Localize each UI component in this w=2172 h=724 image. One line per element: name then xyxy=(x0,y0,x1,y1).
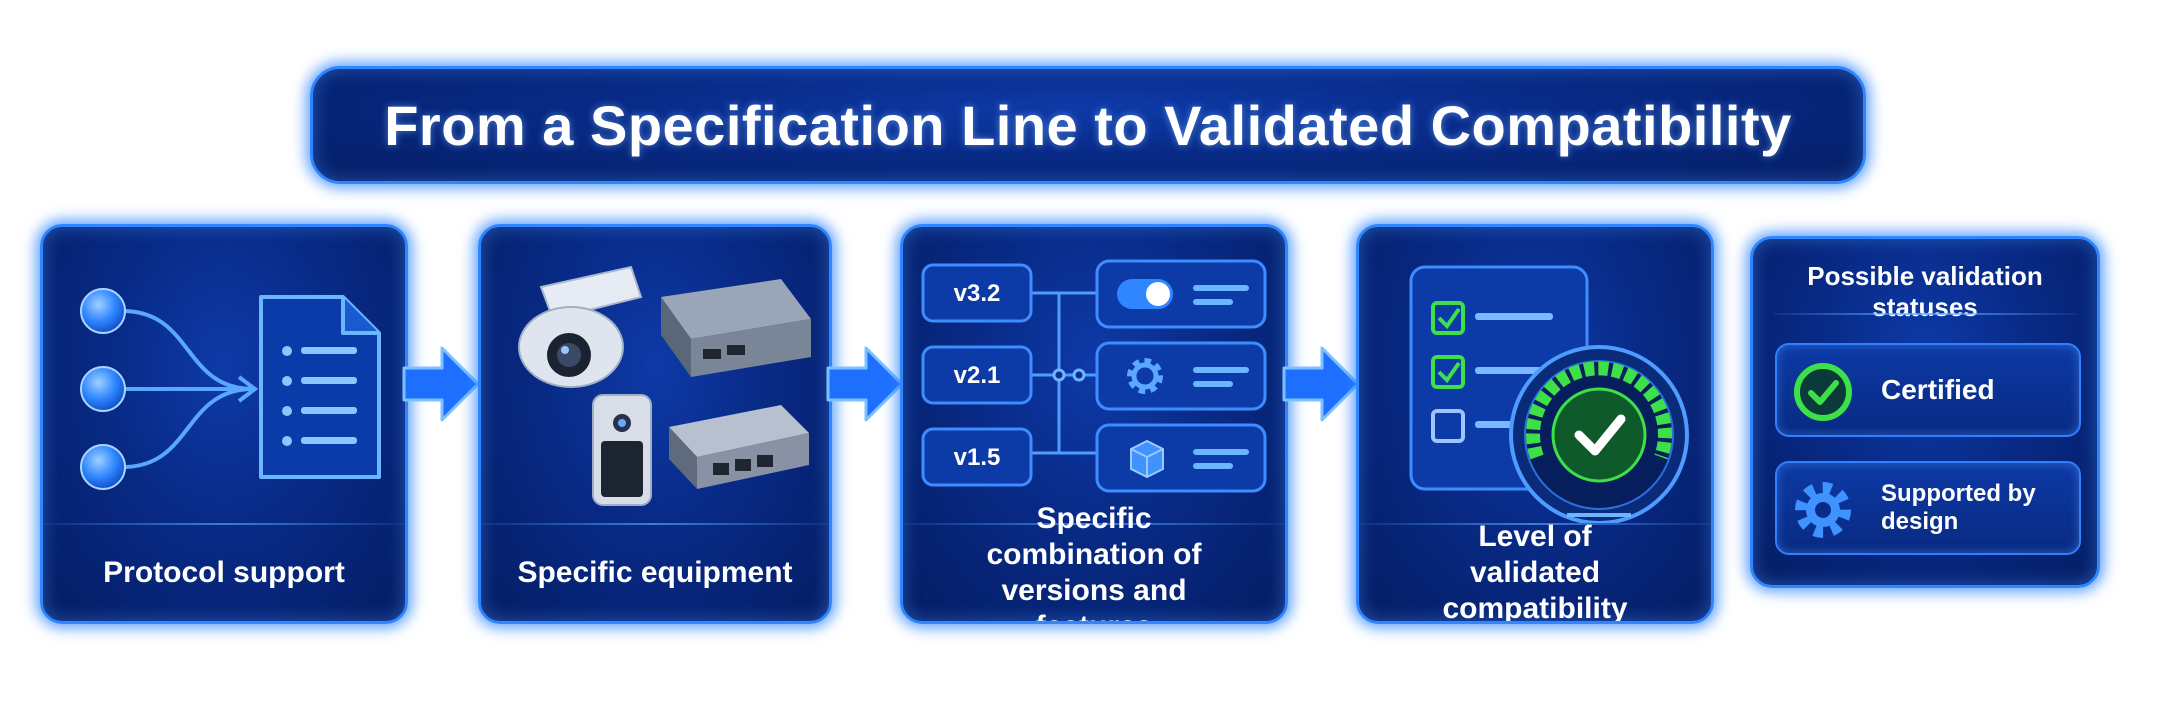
version-label: v1.5 xyxy=(954,444,1001,471)
validation-status-panel: Possible validation statuses Certified S… xyxy=(1750,236,2100,588)
step-label: Specific equipment xyxy=(517,556,793,589)
status-label: Certified xyxy=(1881,374,1995,405)
toggle-icon xyxy=(1117,279,1173,309)
card-divider xyxy=(43,523,405,525)
intercom-icon xyxy=(592,394,652,506)
flow-arrow-icon xyxy=(826,346,904,422)
step-specific-equipment: Specific equipment xyxy=(478,224,832,624)
cube-icon xyxy=(1130,439,1164,479)
dome-camera-icon xyxy=(518,265,643,388)
panel-divider xyxy=(1773,313,2077,315)
switch-device-icon xyxy=(669,405,809,489)
check-circle-icon xyxy=(1794,363,1852,421)
version-chip xyxy=(921,263,1033,323)
version-feature-illustration: v3.2 v2.1 v1.5 xyxy=(921,259,1267,493)
flow-arrow-icon xyxy=(1282,346,1360,422)
version-chip xyxy=(921,427,1033,487)
step-label: Specific combination of versions and fea… xyxy=(986,502,1202,621)
version-label: v3.2 xyxy=(954,280,1001,307)
step-protocol-support: Protocol support xyxy=(40,224,408,624)
status-certified: Certified xyxy=(1775,343,2081,437)
status-supported-by-design: Supported by design xyxy=(1775,461,2081,555)
version-label: v2.1 xyxy=(954,362,1001,389)
compatibility-illustration xyxy=(1409,265,1689,523)
card-divider xyxy=(1359,523,1711,525)
protocol-flow-illustration xyxy=(80,288,381,490)
node-dot-icon xyxy=(80,366,126,412)
diagram-title: From a Specification Line to Validated C… xyxy=(384,93,1792,157)
step-validated-compatibility: Level of validated compatibility xyxy=(1356,224,1714,624)
feature-row xyxy=(1095,259,1267,329)
gauge-check-icon xyxy=(1509,345,1689,523)
feature-row xyxy=(1095,341,1267,411)
flow-arrow-icon xyxy=(402,346,480,422)
version-chip xyxy=(921,345,1033,405)
status-label: Supported by design xyxy=(1881,480,2036,535)
diagram-title-box: From a Specification Line to Validated C… xyxy=(310,66,1866,184)
panel-heading: Possible validation statuses xyxy=(1807,261,2043,322)
card-divider xyxy=(481,523,829,525)
step-label: Protocol support xyxy=(103,556,345,589)
step-label: Level of validated compatibility xyxy=(1442,520,1628,624)
document-icon xyxy=(259,295,381,479)
gear-icon xyxy=(1127,358,1163,394)
node-dot-icon xyxy=(80,288,126,334)
feature-row xyxy=(1095,423,1267,493)
step-version-feature-combination: v3.2 v2.1 v1.5 Specific combination of v… xyxy=(900,224,1288,624)
node-dot-icon xyxy=(80,444,126,490)
gear-icon xyxy=(1795,482,1851,538)
equipment-illustration xyxy=(518,265,811,506)
card-divider xyxy=(903,523,1285,525)
network-device-icon xyxy=(661,279,811,377)
